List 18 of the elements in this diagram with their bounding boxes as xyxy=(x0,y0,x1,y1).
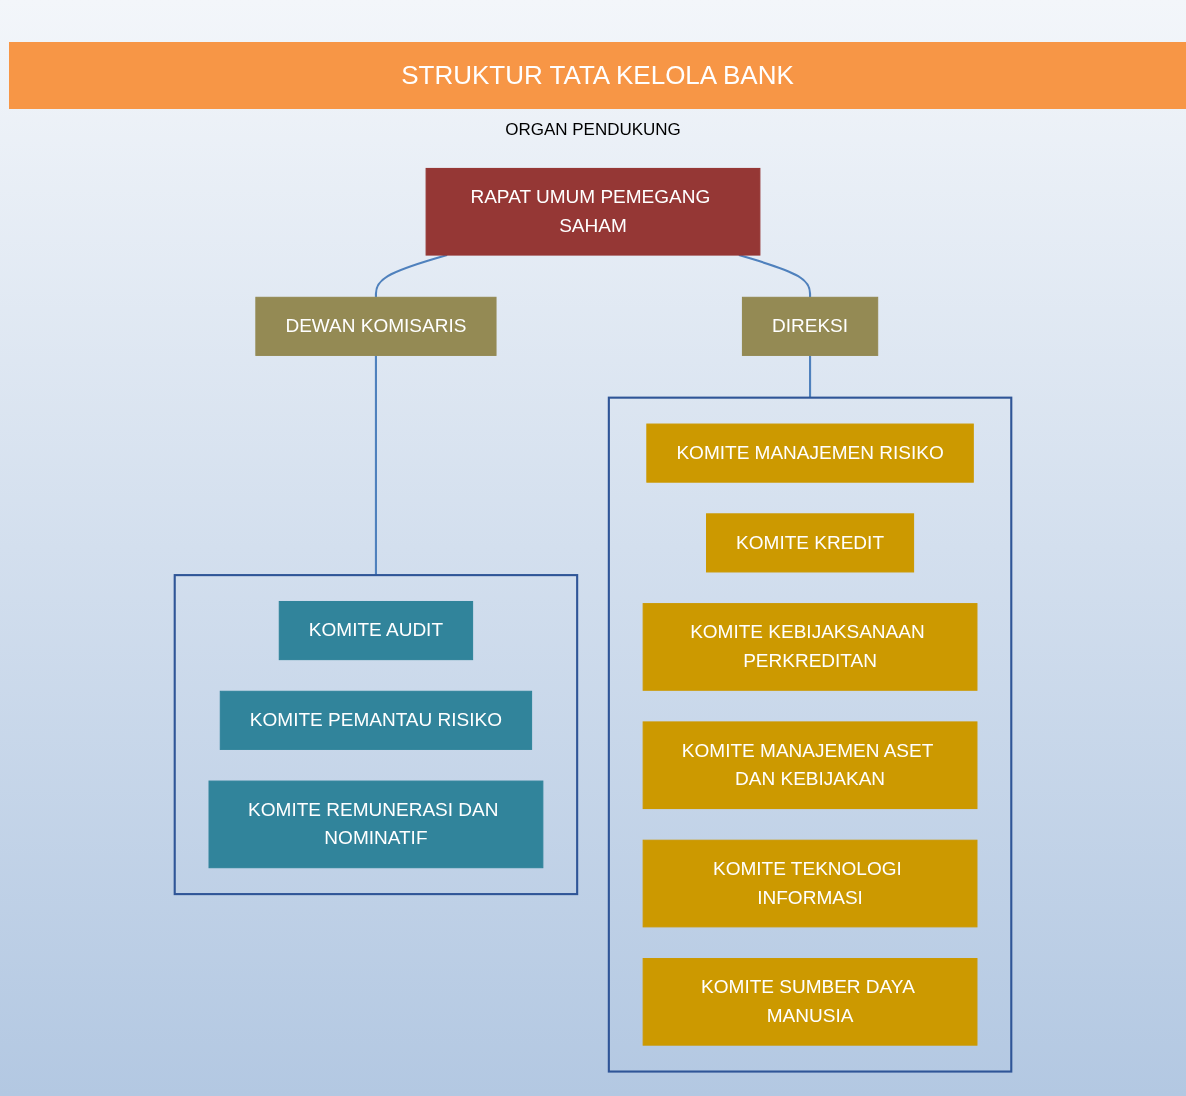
node-box: KOMITE REMUNERASI DAN NOMINATIF xyxy=(208,780,544,869)
node-box: KOMITE TEKNOLOGI INFORMASI xyxy=(642,839,978,928)
node-box: KOMITE MANAJEMEN RISIKO xyxy=(646,423,974,483)
cluster xyxy=(173,574,579,896)
node-box: KOMITE AUDIT xyxy=(278,601,474,661)
connector xyxy=(374,355,377,576)
note-text: ORGAN PENDUKUNG xyxy=(505,120,681,139)
cluster xyxy=(607,396,1013,1073)
connector xyxy=(809,355,812,398)
node-box: RAPAT UMUM PEMEGANG SAHAM xyxy=(425,167,761,256)
node-box: KOMITE SUMBER DAYA MANUSIA xyxy=(642,958,978,1046)
node-box: KOMITE PEMANTAU RISIKO xyxy=(219,690,533,750)
node-box: KOMITE KREDIT xyxy=(706,513,915,573)
title-banner: STRUKTUR TATA KELOLA BANK xyxy=(9,42,1186,109)
node-box: DIREKSI xyxy=(741,296,879,356)
node-box: DEWAN KOMISARIS xyxy=(255,296,497,356)
node-box: KOMITE KEBIJAKSANAAN PERKREDITAN xyxy=(642,603,978,691)
node-box: KOMITE MANAJEMEN ASET DAN KEBIJAKAN xyxy=(642,721,978,810)
